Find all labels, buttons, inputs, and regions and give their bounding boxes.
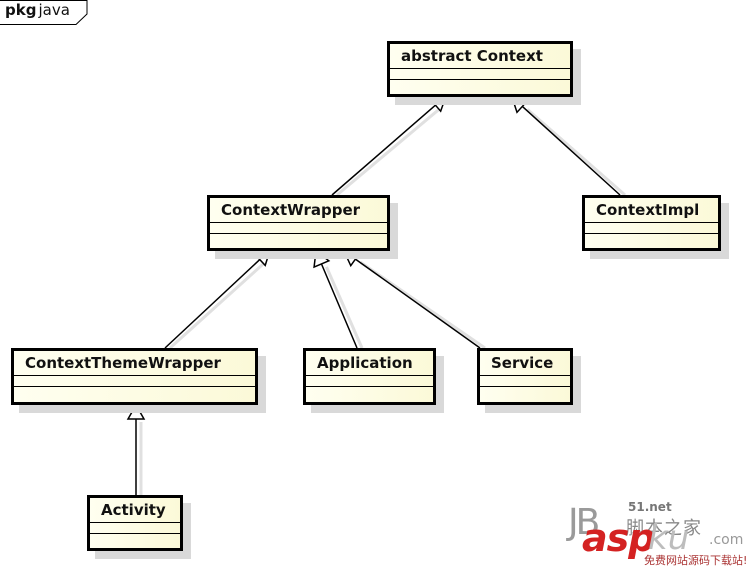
attributes-compartment [306, 376, 433, 387]
watermark-site-number: 51.net [628, 500, 672, 514]
attributes-compartment [14, 376, 255, 387]
edge-shadow [359, 260, 486, 350]
class-name: Service [480, 351, 570, 376]
operations-compartment [585, 234, 718, 246]
operations-compartment [306, 387, 433, 399]
class-name: ContextThemeWrapper [14, 351, 255, 376]
edge-line [164, 259, 261, 349]
hollow-triangle-arrowhead-icon [510, 95, 530, 114]
edge-shadow [325, 266, 364, 349]
attributes-compartment [90, 523, 180, 534]
watermark-com: .com [709, 532, 744, 548]
generalization-service-to-contextwrapper [342, 250, 486, 350]
edge-line [320, 263, 358, 349]
edge-line [331, 104, 436, 196]
class-contextwrapper[interactable]: ContextWrapper [207, 195, 390, 251]
operations-compartment [390, 80, 570, 92]
hollow-triangle-arrowhead-icon [252, 248, 272, 267]
hollow-triangle-arrowhead-icon [428, 95, 448, 113]
watermark-jb: JB [568, 502, 600, 543]
package-name: java [38, 1, 70, 19]
edge-shadow [168, 261, 266, 350]
class-activity[interactable]: Activity [87, 495, 183, 551]
watermark-ku: ku [648, 518, 690, 558]
site-watermark: JB 51.net 脚本之家 asp ku .com 免费网站源码下载站! [566, 500, 752, 568]
hollow-triangle-arrowhead-icon [313, 249, 331, 269]
class-name: ContextWrapper [210, 198, 387, 223]
watermark-asp: asp [582, 516, 655, 560]
package-keyword: pkg [5, 1, 37, 19]
operations-compartment [14, 387, 255, 399]
generalization-application-to-contextwrapper [313, 249, 364, 349]
attributes-compartment [210, 223, 387, 234]
class-contextthemewrapper[interactable]: ContextThemeWrapper [11, 348, 258, 405]
watermark-slogan: 免费网站源码下载站! [644, 554, 748, 567]
edge-shadow [336, 107, 442, 197]
generalization-contextwrapper-to-context [331, 95, 448, 197]
class-context[interactable]: abstract Context [387, 41, 573, 97]
class-name: Application [306, 351, 433, 376]
class-application[interactable]: Application [303, 348, 436, 405]
operations-compartment [210, 234, 387, 246]
watermark-cn-name: 脚本之家 [626, 518, 702, 539]
operations-compartment [480, 387, 570, 399]
class-contextimpl[interactable]: ContextImpl [582, 195, 721, 251]
package-tab-frame [0, 0, 88, 25]
class-service[interactable]: Service [477, 348, 573, 405]
generalization-contextimpl-to-context [510, 95, 626, 197]
attributes-compartment [390, 69, 570, 80]
edge-line [521, 105, 621, 196]
edge-shadow [526, 108, 626, 197]
edge-line [354, 258, 481, 349]
generalization-contextthemewrapper-to-contextwrapper [164, 248, 272, 350]
generalization-activity-to-contextthemewrapper [126, 403, 146, 495]
operations-compartment [90, 534, 180, 546]
class-name: abstract Context [390, 44, 570, 69]
class-name: Activity [90, 498, 180, 523]
attributes-compartment [480, 376, 570, 387]
attributes-compartment [585, 223, 718, 234]
hollow-triangle-arrowhead-icon [342, 250, 362, 268]
class-name: ContextImpl [585, 198, 718, 223]
hollow-triangle-arrowhead-icon [126, 403, 146, 420]
